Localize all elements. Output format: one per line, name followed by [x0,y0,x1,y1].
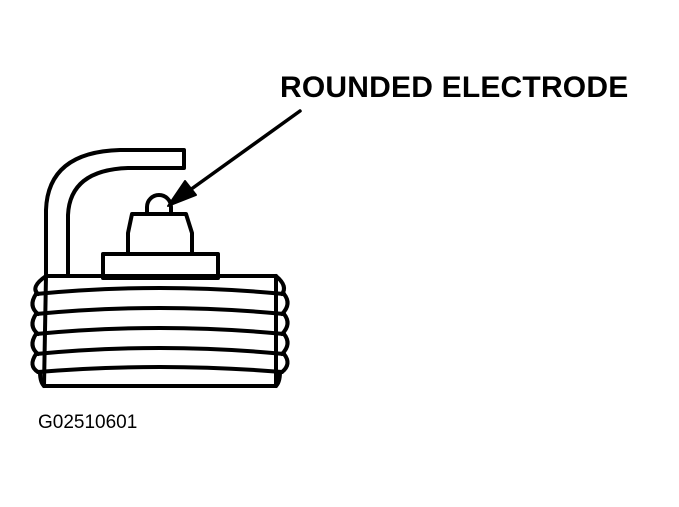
threaded-shell [30,274,290,388]
callout-arrow [167,109,302,207]
figure-id: G02510601 [38,412,138,433]
rounded-electrode-label: ROUNDED ELECTRODE [280,71,629,104]
insulator-tip [126,212,194,256]
ground-electrode [44,148,186,278]
